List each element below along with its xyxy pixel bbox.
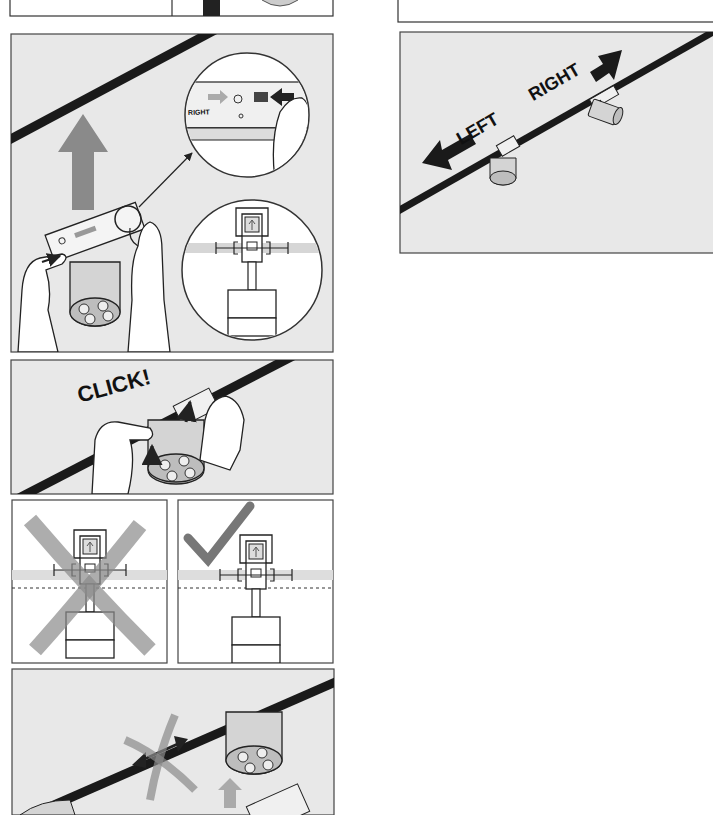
- slide-panel-part-part: [218, 778, 242, 808]
- cut-panel-part: [398, 0, 713, 22]
- right-panel-check-part: [178, 506, 333, 663]
- adapter-marking: RIGHT: [188, 108, 210, 116]
- mounting-panel-part-part: [98, 301, 108, 311]
- right-panel-check: [178, 500, 333, 663]
- mounting-panel-part-part: [234, 95, 242, 103]
- slide-panel-part-part: [226, 746, 282, 774]
- slide-panel-part-part: [238, 752, 248, 762]
- direction-panel-part-part: [490, 171, 516, 185]
- mounting-panel-part: [180, 82, 318, 180]
- mounting-panel-part-part: [18, 254, 66, 352]
- wrong-panel: [12, 500, 167, 663]
- click-panel-part-part: [185, 468, 195, 478]
- mounting-panel-part: [180, 208, 325, 336]
- click-panel-part-part: [160, 460, 170, 470]
- slide-panel-part: [15, 680, 334, 815]
- direction-panel-part-part: [490, 158, 516, 185]
- slide-panel-part-part: [132, 752, 146, 768]
- mounting-panel-part-part: [273, 98, 318, 180]
- direction-panel: [398, 28, 713, 253]
- right-panel-check-part-part: [188, 506, 250, 560]
- direction-panel-part-part: [590, 50, 622, 82]
- click-panel: [11, 355, 333, 500]
- mounting-panel-part-part: [130, 228, 138, 246]
- mounting-panel-part: [182, 200, 322, 340]
- mounting-panel-part-part-part: [45, 202, 145, 261]
- click-panel-part-part: [92, 422, 153, 494]
- mounting-panel: [5, 30, 333, 352]
- mounting-panel-part-part: [239, 114, 243, 118]
- wrong-panel-part-part: [30, 520, 150, 650]
- mounting-panel-part: [11, 34, 333, 352]
- cut-panel-part: [10, 0, 333, 16]
- mounting-panel-part-part: [70, 262, 120, 326]
- wrong-panel-part: [12, 520, 167, 660]
- right-panel-check-part: [178, 500, 333, 663]
- click-panel-part-part: [148, 454, 204, 482]
- mounting-panel-part-part: [254, 92, 268, 102]
- cut-panel-part: [171, 0, 172, 16]
- direction-panel-part: [400, 32, 713, 253]
- mounting-panel-part-part-part: [74, 226, 96, 238]
- mounting-panel-part-part: [79, 304, 89, 314]
- mounting-panel-part-part: [58, 114, 108, 210]
- mounting-panel-part-part: [45, 202, 145, 261]
- mounting-panel-part-part: [216, 208, 288, 336]
- mounting-panel-part-part: [70, 298, 120, 326]
- mounting-panel-part-part: [128, 222, 170, 352]
- cut-panel-part: [262, 0, 298, 6]
- right-panel-check-part-part: [220, 535, 292, 663]
- mounting-panel-part-part: [103, 311, 113, 321]
- click-panel-part-part: [148, 420, 204, 484]
- mounting-panel-part-part: [139, 153, 192, 207]
- direction-panel-part: [400, 32, 713, 211]
- wrong-panel-part-part: [35, 525, 140, 650]
- click-panel-part-part: [186, 402, 190, 422]
- slide-panel-part-part: [20, 800, 75, 815]
- slide-panel-part-part: [263, 760, 273, 770]
- direction-panel-part-part: [611, 106, 625, 126]
- mounting-panel-part-part: [11, 34, 215, 142]
- mounting-panel-part-part: [115, 206, 141, 232]
- slide-panel-part-part: [150, 715, 175, 800]
- mounting-panel-part: [11, 34, 215, 352]
- mounting-panel-part-part: [208, 90, 228, 104]
- click-panel-part-part: [200, 396, 244, 470]
- click-panel-part-part: [179, 456, 189, 466]
- click-panel-part: [15, 360, 295, 494]
- slide-panel-part-part: [257, 748, 267, 758]
- slide-panel-part-part: [226, 712, 282, 774]
- click-panel-part-part: [15, 360, 295, 494]
- wrong-panel-part: [12, 500, 167, 663]
- mounting-panel-part-part: [85, 314, 95, 324]
- direction-panel-part-part: [400, 32, 713, 211]
- slide-panel-part-part: [245, 763, 255, 773]
- direction-panel-part-part: [496, 136, 519, 156]
- click-panel-part-part: [167, 471, 177, 481]
- click-panel-part-part: [151, 446, 154, 462]
- slide-panel-part-part: [174, 736, 188, 752]
- slide-panel: [12, 669, 340, 815]
- mounting-panel-part-part: [42, 256, 60, 262]
- slide-panel-part-part: [246, 784, 309, 815]
- cut-panel-part: [203, 0, 220, 16]
- cut-panel: [10, 0, 713, 22]
- mounting-panel-part-part-part: [58, 237, 66, 245]
